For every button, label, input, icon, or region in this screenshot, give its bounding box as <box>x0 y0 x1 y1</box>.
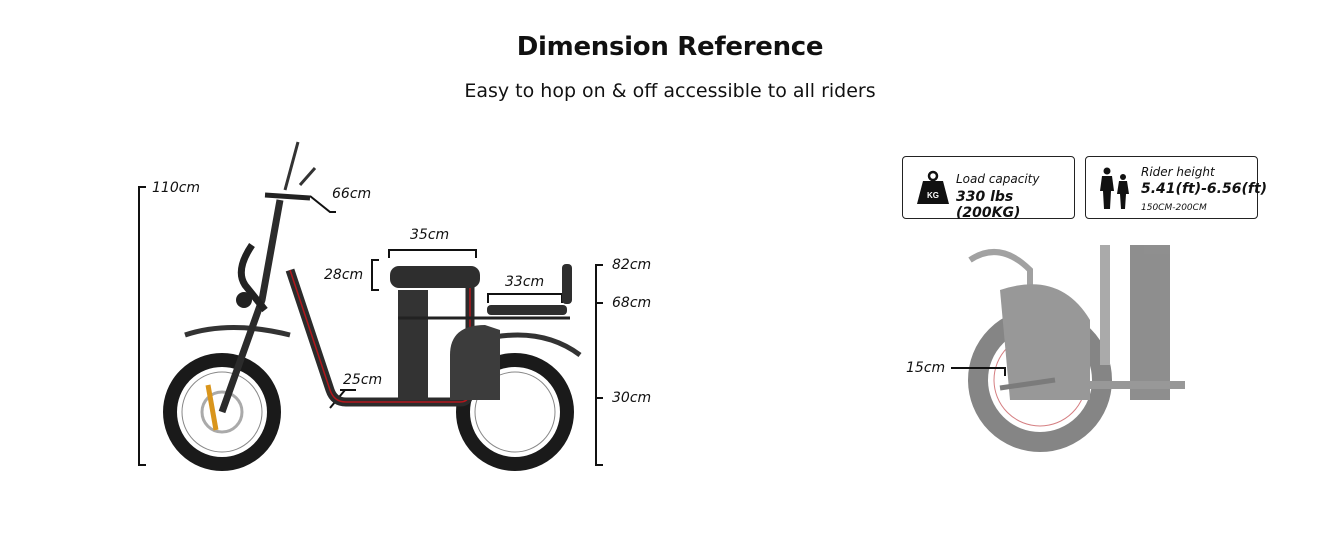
seat-height-bracket <box>371 259 379 291</box>
rear-seat-bracket <box>487 293 563 303</box>
label-rear-seat-height: 68cm <box>612 295 652 311</box>
label-handlebar-width: 66cm <box>332 186 372 202</box>
rider-height-value: 5.41(ft)-6.56(ft) <box>1141 181 1268 197</box>
dimension-lines <box>138 186 603 466</box>
seat-length-bracket <box>388 249 477 258</box>
load-capacity-caption: Load capacity <box>956 172 1040 186</box>
weight-kg-icon: KG <box>917 170 949 204</box>
riders-icon <box>1100 167 1129 209</box>
load-capacity-value: 330 lbs (200KG) <box>956 189 1021 221</box>
svg-text:KG: KG <box>927 191 939 200</box>
label-total-height: 110cm <box>152 180 201 196</box>
label-footpeg-width: 15cm <box>906 360 946 376</box>
footpeg-detail-image <box>968 245 1185 452</box>
front-wheel <box>163 353 281 471</box>
load-capacity-card: KG Load capacity 330 lbs (200KG) <box>902 156 1075 221</box>
footpeg-pointer <box>951 367 1006 376</box>
page-title: Dimension Reference <box>516 32 824 62</box>
label-rear-top: 82cm <box>612 257 652 273</box>
rear-wheel <box>456 353 574 471</box>
height-bracket <box>138 186 146 466</box>
rider-height-card: Rider height 5.41(ft)-6.56(ft) 150CM-200… <box>1085 156 1267 219</box>
rider-height-caption: Rider height <box>1141 165 1215 179</box>
bike-main-image <box>163 141 582 471</box>
rear-bracket <box>595 264 603 466</box>
label-footboard: 25cm <box>343 372 383 388</box>
label-seat-length: 35cm <box>410 227 450 243</box>
page-subtitle: Easy to hop on & off accessible to all r… <box>464 80 876 102</box>
rider-height-cm: 150CM-200CM <box>1141 203 1207 213</box>
label-seat-height: 28cm <box>324 267 364 283</box>
label-wheel-height: 30cm <box>612 390 652 406</box>
handlebar-pointer <box>309 195 336 213</box>
label-rear-seat-length: 33cm <box>505 274 545 290</box>
